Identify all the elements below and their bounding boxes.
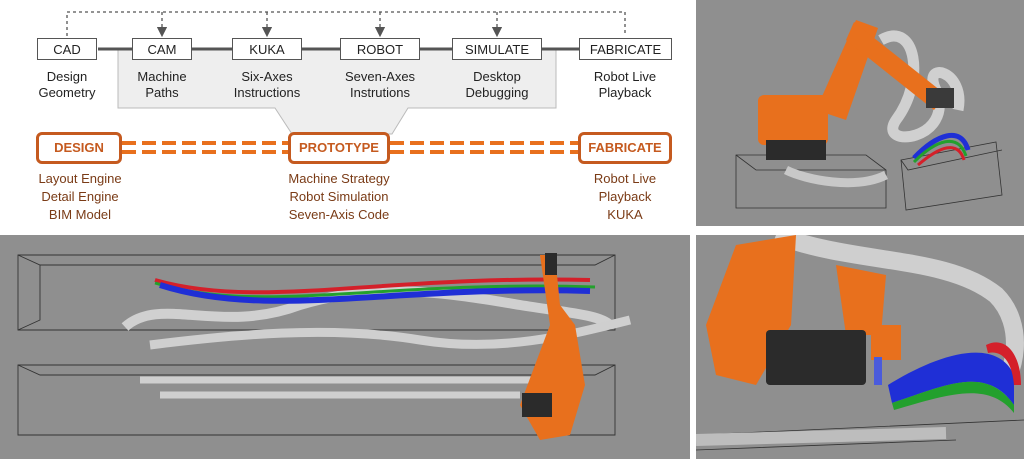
feedback-loop-line: [66, 11, 626, 36]
workflow-step-cad: CAD: [37, 38, 97, 60]
robot-render-top-right: [735, 20, 1003, 211]
stage-connectors: [122, 141, 578, 154]
workflow-diagram: CAD CAM KUKA ROBOT SIMULATE FABRICATE De…: [0, 0, 690, 232]
robot-view-bottom-right: [696, 235, 1024, 459]
workflow-desc-robot: Seven-Axes Instrutions: [344, 69, 416, 100]
robot-render-bottom-left: [17, 253, 632, 440]
stage-desc-prototype: Machine Strategy Robot Simulation Seven-…: [288, 171, 390, 222]
robot-base-shape: [758, 95, 828, 145]
workflow-step-robot: ROBOT: [340, 38, 420, 60]
stage-desc-fabricate: Robot Live Playback KUKA: [593, 171, 657, 222]
workflow-step-fabricate: FABRICATE: [579, 38, 672, 60]
workflow-desc-fabricate: Robot Live Playback: [593, 69, 657, 100]
robot-view-top-right: [696, 0, 1024, 226]
workflow-desc-cad: Design Geometry: [38, 69, 96, 100]
prototype-bracket: [117, 48, 557, 135]
workflow-desc-kuka: Six-Axes Instructions: [233, 69, 301, 100]
stage-prototype: PROTOTYPE: [288, 132, 390, 164]
workflow-desc-simulate: Desktop Debugging: [465, 69, 529, 100]
robot-render-bottom-right: [696, 235, 1024, 451]
workflow-step-kuka: KUKA: [232, 38, 302, 60]
workflow-desc-cam: Machine Paths: [137, 69, 187, 100]
robot-view-bottom-left: [0, 235, 690, 459]
stage-fabricate: FABRICATE: [578, 132, 672, 164]
stage-desc-design: Layout Engine Detail Engine BIM Model: [38, 171, 122, 222]
workflow-step-cam: CAM: [132, 38, 192, 60]
workflow-step-simulate: SIMULATE: [452, 38, 542, 60]
stage-design: DESIGN: [36, 132, 122, 164]
